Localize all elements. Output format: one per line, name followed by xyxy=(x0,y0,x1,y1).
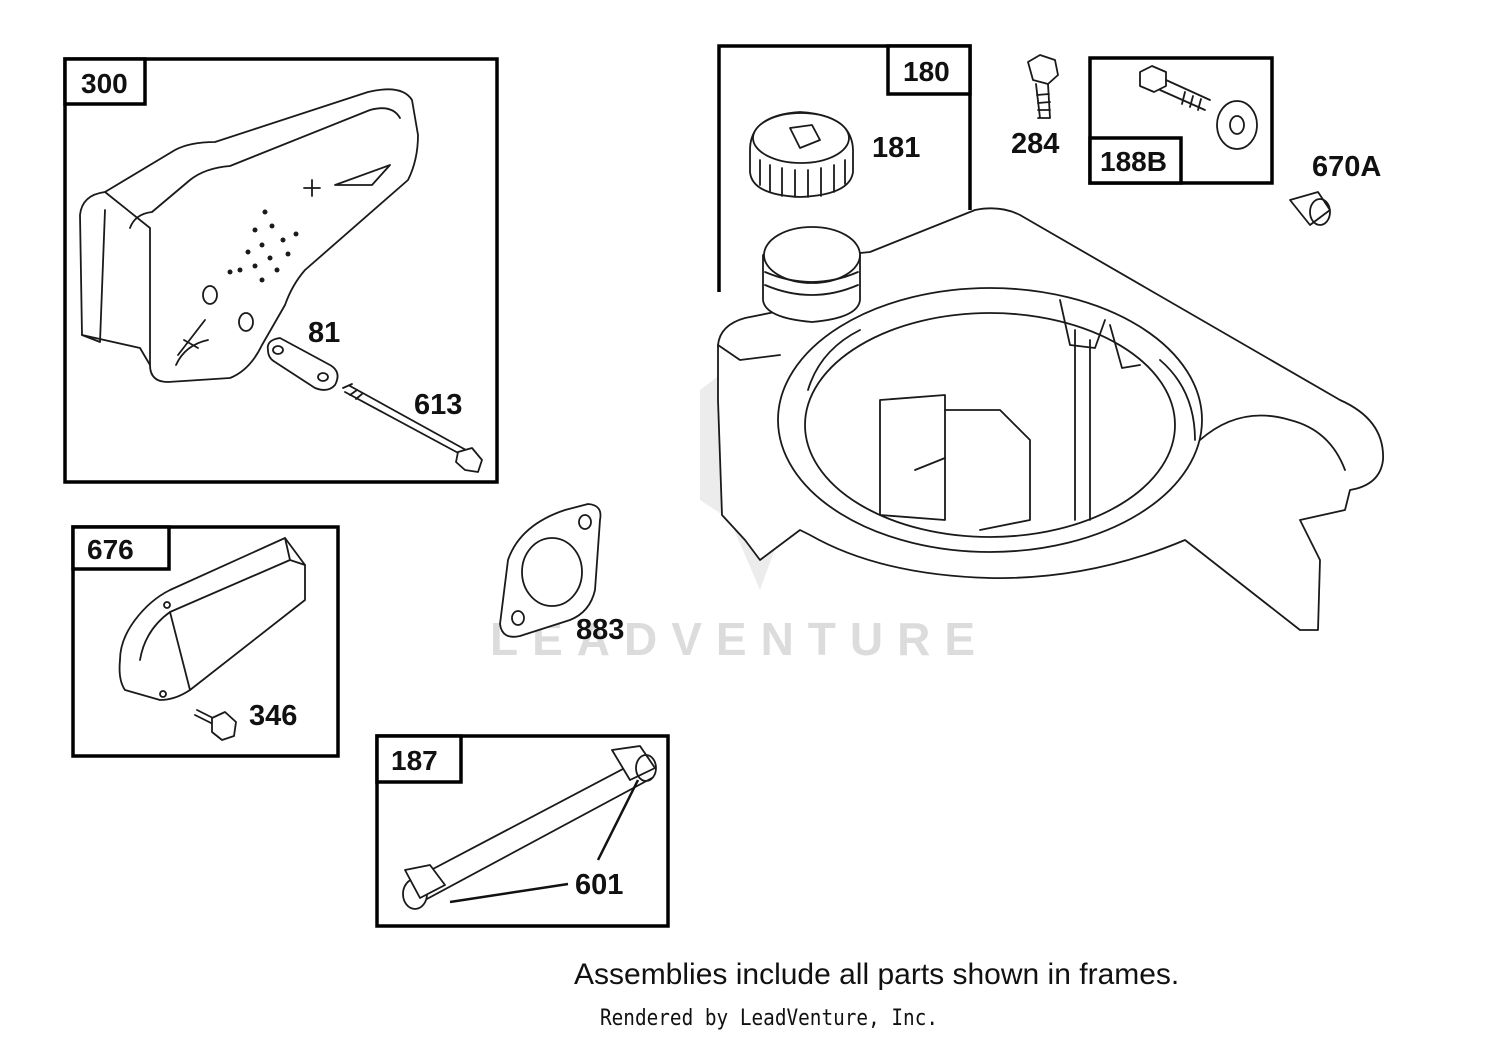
callout-670A: 670A xyxy=(1312,151,1381,183)
callout-181: 181 xyxy=(872,132,920,164)
bolt-188B-part[interactable] xyxy=(1139,65,1258,150)
muffler-vent-holes xyxy=(227,209,299,283)
bushing-670A-part[interactable] xyxy=(1289,191,1331,226)
gasket-883-part[interactable] xyxy=(499,503,602,638)
frame-180[interactable]: 180 xyxy=(717,44,972,292)
muffler-part[interactable] xyxy=(79,88,419,383)
assemblies-caption: Assemblies include all parts shown in fr… xyxy=(574,958,1180,991)
frame-180-label: 180 xyxy=(903,56,950,87)
callout-601: 601 xyxy=(575,869,623,901)
frame-676[interactable]: 676 xyxy=(71,525,340,758)
screw-346-part[interactable] xyxy=(194,709,237,741)
frame-187-label: 187 xyxy=(391,745,438,776)
callout-81: 81 xyxy=(308,317,340,349)
washer-81-part[interactable] xyxy=(266,337,339,391)
frame-188B-label: 188B xyxy=(1100,146,1167,177)
bolt-284-part[interactable] xyxy=(1027,54,1059,119)
frame-188B[interactable]: 188B xyxy=(1088,56,1274,185)
callout-613: 613 xyxy=(414,389,462,421)
watermark-text: LEADVENTURE xyxy=(490,613,989,665)
oil-fill-neck-part[interactable] xyxy=(762,226,861,323)
callout-601-leaders xyxy=(449,779,640,904)
frame-300[interactable]: 300 xyxy=(63,57,499,484)
fuel-line-part[interactable] xyxy=(402,745,657,910)
blower-housing-part[interactable] xyxy=(717,207,1384,631)
bolt-613-part[interactable] xyxy=(342,383,483,473)
heat-shield-part[interactable] xyxy=(118,537,306,701)
callout-284: 284 xyxy=(1011,128,1059,160)
fuel-cap-181-part[interactable] xyxy=(749,111,854,198)
callout-346: 346 xyxy=(249,700,297,732)
frame-187[interactable]: 187 xyxy=(375,734,670,928)
rendered-by-credit: Rendered by LeadVenture, Inc. xyxy=(600,1006,939,1031)
callout-883: 883 xyxy=(576,614,624,646)
frame-300-label: 300 xyxy=(81,68,128,99)
frame-676-label: 676 xyxy=(87,534,134,565)
